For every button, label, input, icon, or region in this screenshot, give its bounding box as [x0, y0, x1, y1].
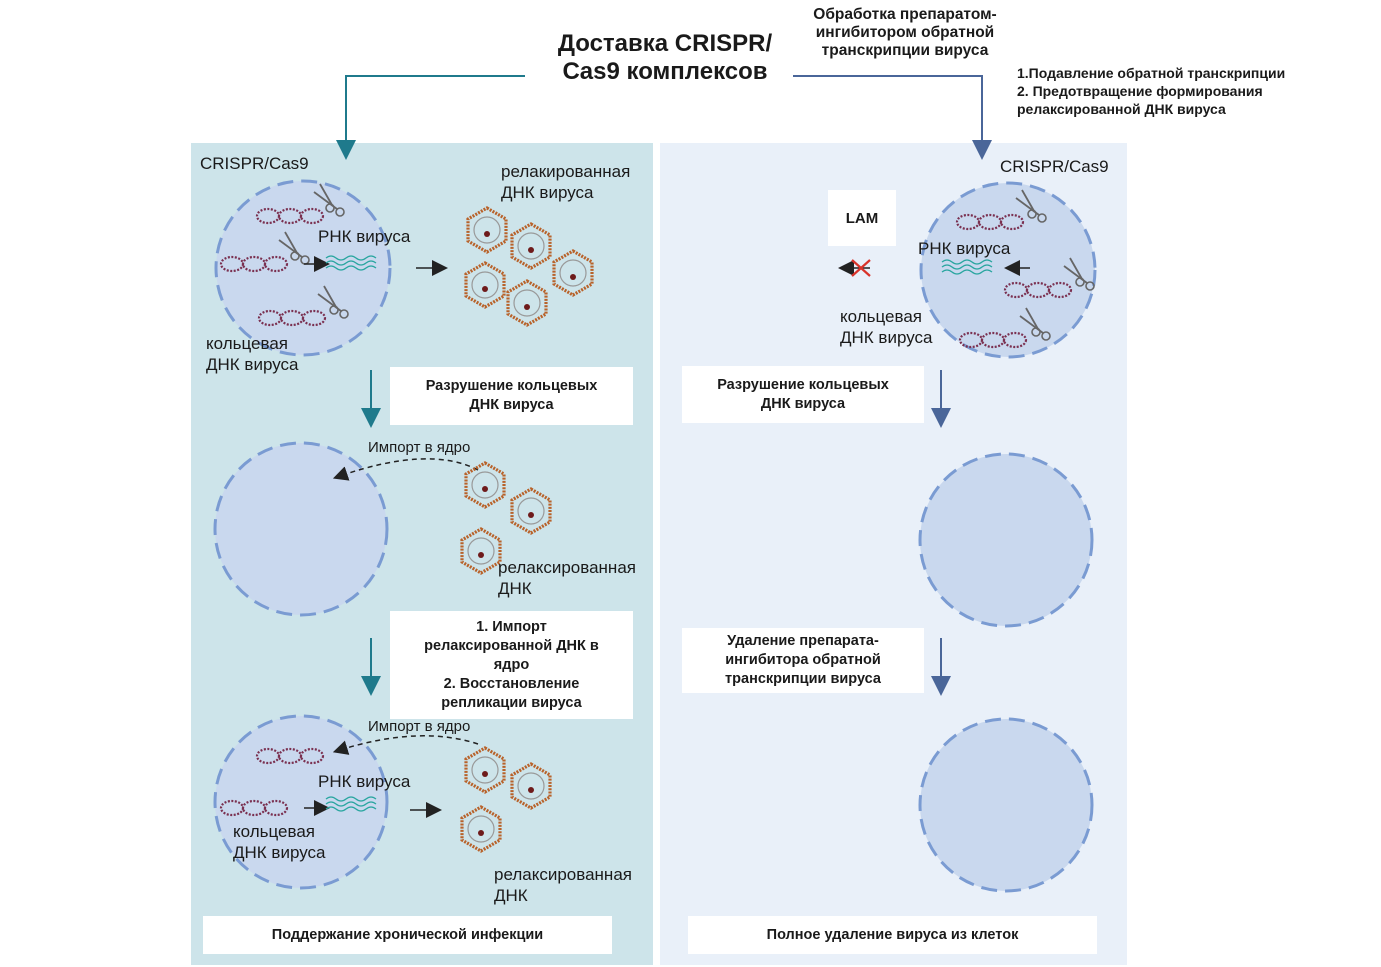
rna-label-left-1: РНК вируса — [318, 227, 411, 246]
treatment-label: Обработка препаратом- ингибитором обратн… — [813, 6, 997, 59]
treatment-effects: 1.Подавление обратной транскрипции 2. Пр… — [1017, 65, 1286, 117]
right-outcome-box: Полное удаление вируса из клеток — [688, 916, 1097, 954]
crispr-label-left: CRISPR/Cas9 — [200, 154, 309, 173]
rna-label-left-2: РНК вируса — [318, 772, 411, 791]
lam-box: LAM — [828, 190, 896, 246]
import-label-2: Импорт в ядро — [368, 718, 471, 735]
import-label-1: Импорт в ядро — [368, 439, 471, 456]
crispr-label-right: CRISPR/Cas9 — [1000, 157, 1109, 176]
rna-label-right: РНК вируса — [918, 239, 1011, 258]
diagram-title: Доставка CRISPR/ Cas9 комплексов — [557, 30, 773, 85]
left-outcome-box: Поддержание хронической инфекции — [203, 916, 612, 954]
